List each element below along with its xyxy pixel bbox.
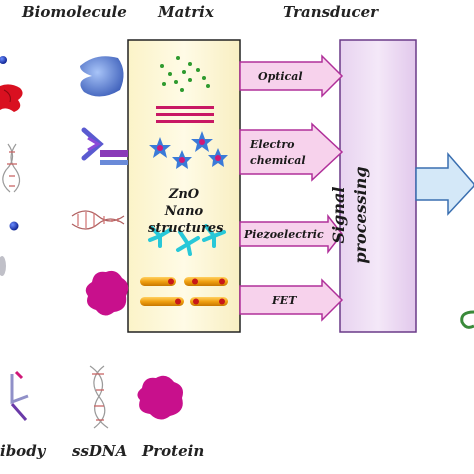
transducer-arrow-optical <box>239 54 344 98</box>
transducer-label-electro: Electro <box>250 138 295 151</box>
transducer-header: Transducer <box>283 3 379 21</box>
signal-label-line1: Signal <box>329 186 348 244</box>
ssdna-strand-icon <box>71 210 125 230</box>
output-device-partial-icon <box>460 310 474 329</box>
transducer-label-optical: Optical <box>258 70 303 83</box>
output-arrow <box>415 151 474 216</box>
enzyme-blue-icon <box>80 56 124 97</box>
signal-label-line2: processing <box>351 166 370 264</box>
nanotetrapods <box>148 224 226 256</box>
enzyme-red-icon <box>0 84 23 112</box>
dna-helix-small-icon <box>2 143 21 193</box>
antibody-label: ibody <box>0 442 46 460</box>
biomolecule-gray-blob <box>0 256 6 276</box>
biomolecule-blue-dot-mid <box>9 221 19 231</box>
nanoparticle-dots <box>160 56 210 92</box>
transducer-arrow-electrochemical <box>239 122 344 182</box>
nanoflowers <box>149 131 228 169</box>
protein-bottom-icon <box>137 375 183 420</box>
transducer-arrow-fet <box>239 278 344 322</box>
zno-nanostructures-label: ZnO Nano structures <box>148 186 224 237</box>
antibody-arrow-icon <box>81 127 128 165</box>
biomolecule-blue-dot-top <box>0 56 7 64</box>
transducer-label-fet: FET <box>272 294 297 307</box>
transducer-label-chemical: chemical <box>250 154 306 167</box>
transducer-label-piezoelectric: Piezoelectric <box>244 228 324 241</box>
transducer-arrow-piezoelectric <box>239 213 343 255</box>
antibody-bottom-icon <box>10 370 29 421</box>
thin-film-layers <box>156 106 214 123</box>
ssdna-label: ssDNA <box>72 442 128 460</box>
protein-icon <box>85 270 129 316</box>
ssdna-bottom-icon <box>89 365 109 429</box>
biomolecule-header: Biomolecule <box>22 3 127 21</box>
nanorods <box>140 277 228 306</box>
protein-label: Protein <box>142 442 205 460</box>
matrix-header: Matrix <box>158 3 214 21</box>
zno-label-line1: ZnO Nano <box>164 187 204 219</box>
signal-processing-box <box>339 39 417 333</box>
signal-processing-label: Signal processing <box>328 166 372 263</box>
zno-label-line2: structures <box>148 221 224 236</box>
